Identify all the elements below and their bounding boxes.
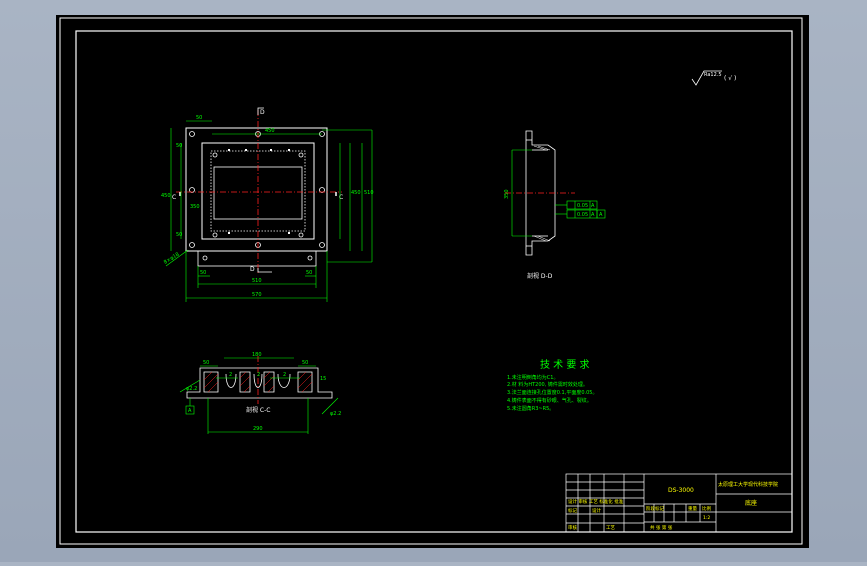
section-dim-2-a: 2 <box>229 372 232 378</box>
title-left-note: 设计 审核 工艺 标准化 批准 <box>568 498 624 505</box>
title-block <box>565 473 793 533</box>
plan-dim-left-450: 450 <box>161 193 171 199</box>
title-row-c: 审核 <box>568 524 577 531</box>
tech-req-item: 3.法兰面连接孔位置度0.1,平面度0.05。 <box>507 389 597 396</box>
section-dim-50-left: 50 <box>203 360 209 366</box>
plan-dim-bottom-570: 570 <box>252 292 262 298</box>
inner-border <box>75 30 793 533</box>
title-sheet: 共 张 第 张 <box>650 524 673 531</box>
title-scale: 比例 <box>702 505 711 512</box>
school-name: 太原理工大学现代科技学院 <box>718 481 778 488</box>
side-view <box>525 130 556 256</box>
section-dim-15: 15 <box>320 376 326 382</box>
section-datum-box: A <box>188 408 192 414</box>
title-row-a: 标记 <box>568 507 577 514</box>
side-tol-1: 0.05 <box>577 203 588 209</box>
section-dim-50-right: 50 <box>302 360 308 366</box>
section-dim-2-c: 2 <box>283 372 286 378</box>
tech-req-item: 4.铸件表面不得有砂眼、气孔、裂纹。 <box>507 397 592 404</box>
section-hatch <box>203 371 313 393</box>
roughness-note: ( √ ) <box>724 75 736 82</box>
section-c-right: C <box>339 194 343 201</box>
tech-req-title: 技 术 要 求 <box>540 358 590 371</box>
plan-view <box>176 107 342 275</box>
plan-dim-bottom-50-a: 50 <box>200 270 206 276</box>
plan-dimensions <box>165 120 373 302</box>
section-c-left: C <box>172 194 176 201</box>
title-scale-value: 1:2 <box>703 515 710 521</box>
side-dims <box>511 149 606 237</box>
section-small-left: φ2.2 <box>186 386 197 392</box>
section-dim-2-b: 2 <box>257 372 260 378</box>
section-dim-290: 290 <box>253 426 263 432</box>
drawing-number: DS-3000 <box>668 487 694 494</box>
part-name: 底座 <box>745 499 757 507</box>
outer-border <box>59 17 803 545</box>
plan-dim-right-450: 450 <box>351 190 361 196</box>
roughness-value: Ra12.5 <box>704 72 722 78</box>
plan-dim-right-510: 510 <box>364 190 374 196</box>
section-cc-label: 剖视 C-C <box>246 406 270 414</box>
tech-req-item: 2.材 料为HT200, 铸件需时效处理。 <box>507 381 588 388</box>
roughness-symbol <box>691 70 722 86</box>
side-tol-1-datum: A <box>591 203 595 209</box>
section-d-top: D <box>260 109 265 116</box>
model-space <box>56 15 809 548</box>
side-datum-box: A <box>599 212 603 218</box>
title-weight: 重量 <box>688 505 697 512</box>
plan-dim-left-350: 350 <box>190 204 200 210</box>
title-row-d: 工艺 <box>606 525 615 531</box>
side-tol-2: 0.05 <box>577 212 588 218</box>
section-dims <box>179 357 339 434</box>
side-tol-2-datum: A <box>591 212 595 218</box>
side-view-label: 剖视 D-D <box>527 272 553 280</box>
tech-req-item: 5.未注圆角R3~R5。 <box>507 405 554 412</box>
tech-req-item: 1.未注明倒角均为C1。 <box>507 374 558 381</box>
section-d-bottom: D <box>250 266 255 273</box>
side-dim-350: 350 <box>504 189 510 199</box>
plan-dim-top-450: 450 <box>265 128 275 134</box>
title-stage: 阶段标记 <box>646 505 664 512</box>
plan-dim-bottom-510: 510 <box>252 278 262 284</box>
plan-dim-side-50-b: 50 <box>176 232 182 238</box>
plan-dim-side-50-a: 50 <box>176 143 182 149</box>
title-row-b: 设计 <box>592 507 601 514</box>
section-dim-180: 180 <box>252 352 262 358</box>
plan-dim-bottom-50-b: 50 <box>306 270 312 276</box>
plan-dim-top-50: 50 <box>196 115 202 121</box>
section-small-right: φ2.2 <box>330 411 341 417</box>
